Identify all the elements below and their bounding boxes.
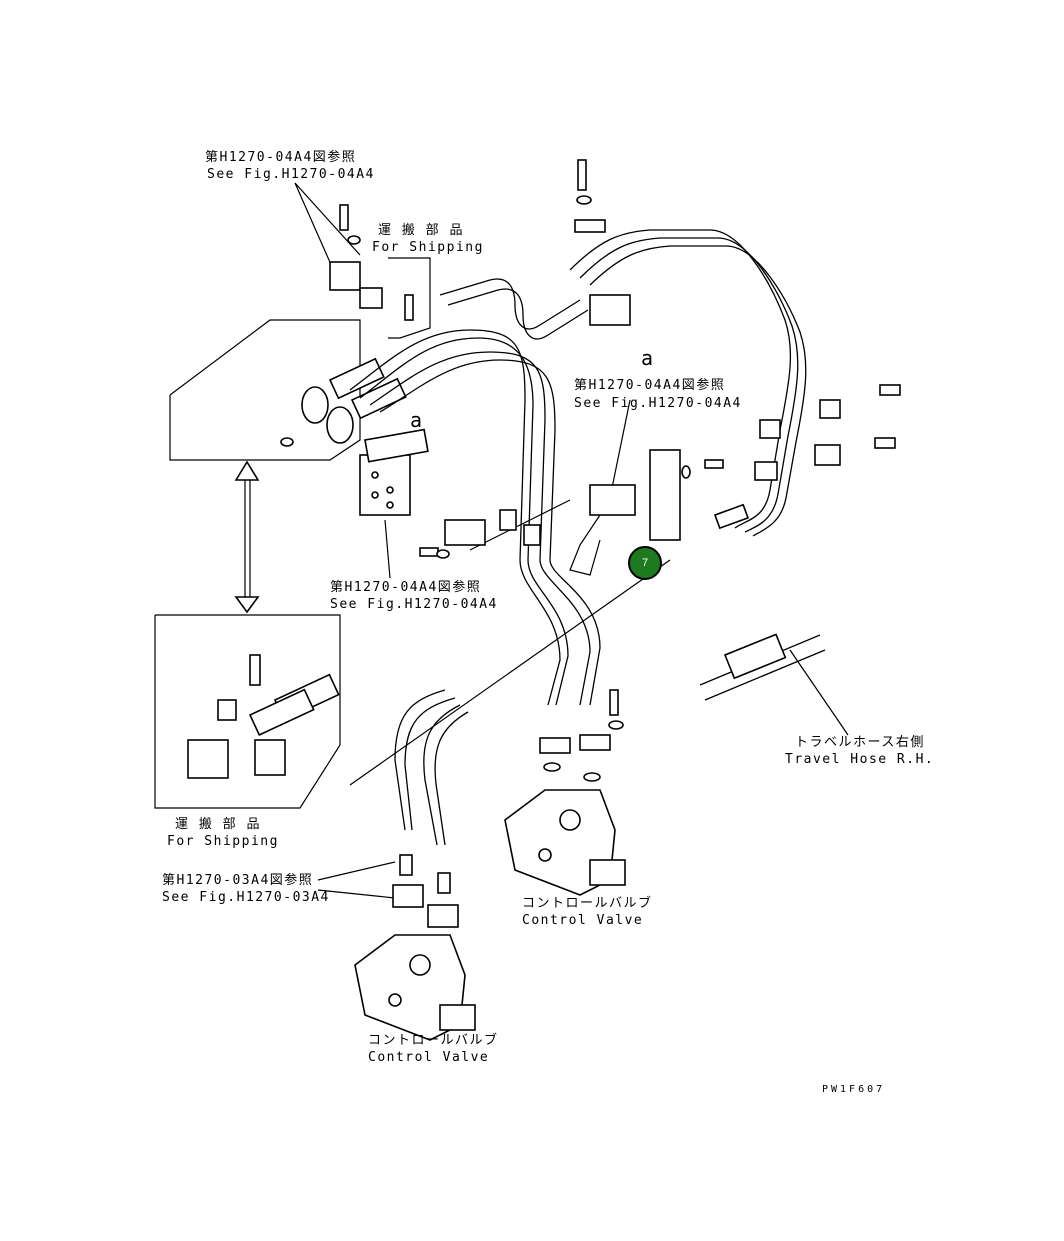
ref-top-left-ja: 第H1270-04A4図参照: [205, 150, 357, 165]
travel-hose-en: Travel Hose R.H.: [785, 752, 935, 767]
flange-parts-upper: [280, 357, 407, 447]
shipping-bracket-top: [388, 257, 431, 339]
control-valve-right-ja: コントロールバルブ: [522, 896, 653, 911]
drawing-code: PW1F607: [822, 1084, 886, 1095]
shipping-bottom-ja: 運 搬 部 品: [175, 817, 261, 832]
control-valve-right: [504, 789, 626, 896]
shipping-top-en: For Shipping: [372, 240, 484, 255]
callout-7[interactable]: 7: [628, 546, 662, 580]
leader-lines: [294, 182, 849, 899]
shipping-bottom-en: For Shipping: [167, 834, 279, 849]
control-valve-right-en: Control Valve: [522, 913, 644, 928]
shipping-top-ja: 運 搬 部 品: [378, 223, 464, 238]
control-valve-left: [354, 934, 476, 1041]
ref-lower-left-ja: 第H1270-03A4図参照: [162, 873, 314, 888]
ref-center-ja: 第H1270-04A4図参照: [574, 378, 726, 393]
ref-mid-left-en: See Fig.H1270-04A4: [330, 597, 498, 612]
control-valve-left-ja: コントロールバルブ: [368, 1033, 499, 1048]
hose-bundle-left: [349, 329, 601, 706]
ref-top-left-en: See Fig.H1270-04A4: [207, 167, 375, 182]
lower-left-detail-frame: [154, 614, 341, 809]
ref-lower-left-en: See Fig.H1270-03A4: [162, 890, 330, 905]
upper-left-detail-frame: [169, 319, 361, 461]
hose-lower-left: [394, 689, 469, 846]
hose-bundle-right: [569, 229, 807, 537]
control-valve-left-en: Control Valve: [368, 1050, 490, 1065]
brackets-and-bolts: [187, 159, 901, 928]
ref-mid-left-ja: 第H1270-04A4図参照: [330, 580, 482, 595]
letter-a-left: a: [410, 408, 424, 432]
travel-hose-section: [699, 633, 826, 701]
travel-hose-ja: トラベルホース右側: [795, 735, 925, 750]
ref-center-en: See Fig.H1270-04A4: [574, 396, 742, 411]
letter-a-top: a: [641, 346, 655, 370]
double-arrow: [234, 460, 260, 614]
hose-top-center: [439, 278, 589, 340]
